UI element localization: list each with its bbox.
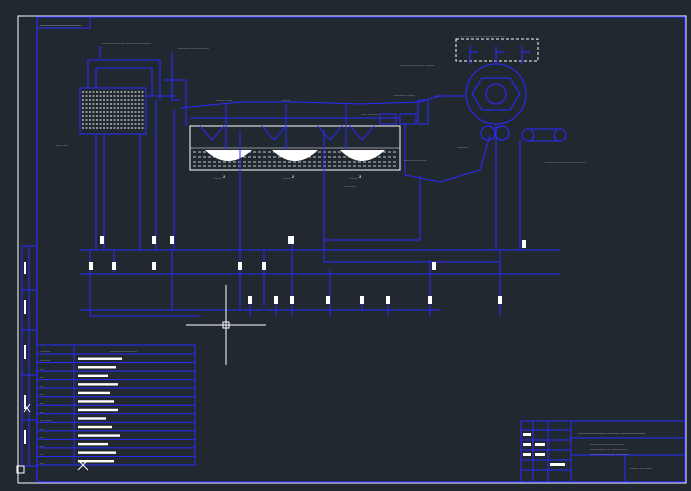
spec-row-code: ______ <box>39 358 51 362</box>
label-mid-2: ____ <box>281 96 292 101</box>
ucs-icon <box>16 465 25 474</box>
spec-row-text <box>78 451 116 454</box>
label-far-right: _________ _________ <box>544 158 587 163</box>
spec-row-code: __ <box>39 409 44 413</box>
spec-row-code: __ <box>39 400 44 404</box>
spec-row-text <box>78 366 116 369</box>
spec-row-code: __ <box>39 426 44 430</box>
label-mid-right-2: ______ ___ <box>393 91 416 96</box>
bath-bowls <box>205 150 385 161</box>
title-block <box>520 420 686 483</box>
spec-header-0: _____ <box>40 348 51 352</box>
spec-row-text <box>78 391 110 395</box>
tank-liquid-hatch <box>82 91 144 129</box>
label-mid-right-1: ___________ ____ <box>399 61 435 66</box>
spec-table-grid <box>37 362 195 466</box>
corner-stamp <box>36 16 91 29</box>
drum-assembly <box>435 46 567 250</box>
corner-stamp-text: _______________ <box>39 21 82 27</box>
spec-row-code: __ <box>39 392 44 396</box>
title-block-code: ____ __ ___ <box>629 464 653 469</box>
title-line-0: ___________ _____ <box>589 441 625 445</box>
label-bath-2: ____ 2 <box>282 175 294 179</box>
storage-tank <box>79 87 147 135</box>
outer-frame <box>17 15 687 484</box>
label-control-box: __ ________ __________ <box>458 32 506 37</box>
spec-row-text <box>78 442 108 446</box>
spec-row-text <box>78 460 114 463</box>
spec-row-text <box>78 425 112 429</box>
x-marks <box>23 403 89 471</box>
left-strip-cells <box>22 246 37 466</box>
label-small-right: _______ ____ <box>403 157 427 161</box>
spec-row-code: __ <box>39 375 44 379</box>
label-conv-right: _____ <box>457 143 470 148</box>
spec-row-text <box>78 400 114 403</box>
bus-lines <box>80 249 560 311</box>
spec-header-1: ______________ <box>109 348 137 352</box>
feed-pipes <box>87 46 187 250</box>
web-path <box>179 95 441 109</box>
spec-row-text <box>78 408 118 412</box>
label-bath-1: ____ 1 <box>213 175 225 179</box>
spec-row-text <box>78 357 122 360</box>
control-box <box>455 38 539 62</box>
crosshair-cursor-icon <box>186 285 266 365</box>
spec-row-text <box>78 374 108 378</box>
right-small-boxes <box>379 99 491 183</box>
spec-row-text <box>78 434 120 437</box>
spec-row-code: __ <box>39 451 44 455</box>
valve-markers <box>89 236 526 304</box>
label-mid-1: ____ ___ <box>215 96 233 101</box>
vertical-connections <box>89 130 501 317</box>
label-top-left-1: ________ __ ___________ <box>101 39 152 44</box>
bath-upper-rollers <box>190 104 400 150</box>
spec-row-code: __ <box>39 366 44 370</box>
label-bath-caption: ______ <box>343 183 356 187</box>
spec-table-bars <box>78 357 122 463</box>
title-line-1: ________ _ ________ <box>589 446 628 450</box>
spec-row-code: __ <box>39 383 44 387</box>
title-block-grid <box>521 421 685 482</box>
label-top-left-2: _____ __ ______ <box>177 44 210 49</box>
spec-row-text <box>78 417 106 420</box>
spec-row-code: __ ____ <box>39 417 52 421</box>
title-block-fills <box>523 433 565 466</box>
spec-row-code: __ <box>39 443 44 447</box>
label-bath-3: ____ 3 <box>349 175 361 179</box>
spec-row-code: __ <box>39 460 44 464</box>
label-side-left: ___ __ <box>55 141 69 146</box>
title-line-2: ____________ ______ <box>589 451 629 455</box>
spec-row-code: __ <box>39 434 44 438</box>
label-mid-3: __ _____ <box>361 110 379 115</box>
spec-row-text <box>78 383 118 386</box>
title-block-org: ___________ _____ __________ <box>577 429 646 434</box>
left-strip-marks <box>24 262 26 444</box>
